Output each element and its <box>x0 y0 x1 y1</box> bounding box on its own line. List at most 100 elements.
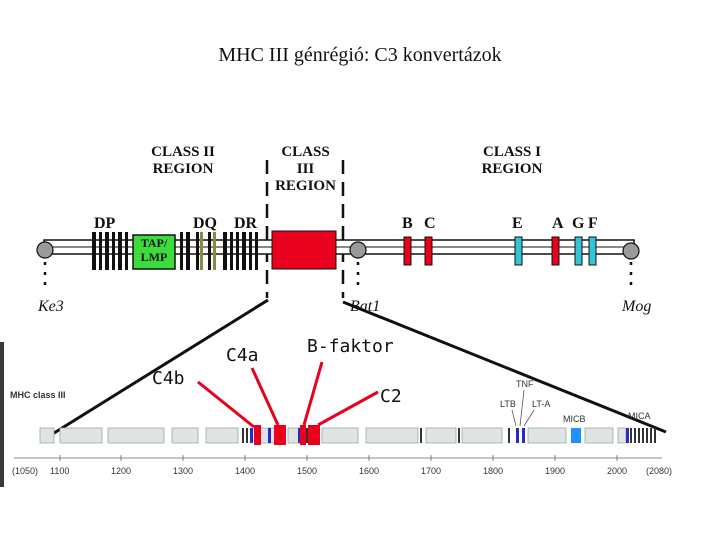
callout-c4b: C4b <box>152 368 185 389</box>
axis-tick-label: 1100 <box>50 466 70 476</box>
detail-block <box>107 427 165 444</box>
marker-label-mog: Mog <box>622 298 652 315</box>
class-ii-gene-stripes-olive <box>200 232 216 270</box>
axis-tick-label: 1400 <box>235 466 256 476</box>
axis-tick-label: 1900 <box>545 466 566 476</box>
tnf-ticks <box>511 389 535 427</box>
gene-b <box>403 236 412 266</box>
detail-block <box>205 427 239 444</box>
gene-stripe <box>105 232 109 270</box>
detail-block <box>584 427 614 444</box>
detail-block <box>39 427 55 444</box>
marker-bat1 <box>349 241 367 290</box>
tap-lmp-box <box>132 234 176 270</box>
detail-label-lta: LT-A <box>532 399 551 409</box>
gene-stripe <box>236 232 239 270</box>
gene-label-g: G <box>572 215 585 232</box>
detail-block <box>617 427 627 444</box>
detail-gene-blocks <box>39 427 627 444</box>
gene-stripe <box>249 232 252 270</box>
gene-stripe <box>200 232 203 270</box>
axis-tick-label: 1300 <box>173 466 194 476</box>
axis-tick-label: 1800 <box>483 466 504 476</box>
gene-label-dq: DQ <box>193 215 217 232</box>
gene-stripe <box>230 232 233 270</box>
gene-g <box>574 236 583 266</box>
class-i-region-label: CLASS I REGION <box>481 144 543 177</box>
gene-label-a: A <box>552 215 564 232</box>
detail-blue-stripes <box>250 428 629 443</box>
detail-c4b <box>254 425 261 445</box>
axis-tick-label: 1200 <box>111 466 132 476</box>
detail-left-edge <box>0 342 4 487</box>
gene-stripe <box>125 232 128 270</box>
gene-stripe <box>112 232 115 270</box>
detail-title: MHC class III <box>10 390 66 400</box>
detail-axis-ticks <box>59 455 618 461</box>
callout-c4a: C4a <box>226 345 259 366</box>
axis-tick-label: (1050) <box>12 466 39 476</box>
tap-lmp-label: TAP/ LMP <box>140 236 168 264</box>
gene-label-e: E <box>512 215 523 232</box>
gene-stripe <box>208 232 211 270</box>
callout-bfactor: B-faktor <box>307 336 394 357</box>
marker-mog <box>622 242 640 290</box>
axis-tick-label: 2000 <box>607 466 628 476</box>
gene-stripe <box>186 232 190 270</box>
detail-block <box>171 427 199 444</box>
class-ii-region-label: CLASS II REGION <box>151 144 215 177</box>
gene-label-dp: DP <box>94 215 116 232</box>
detail-block <box>321 427 359 444</box>
detail-micb <box>571 428 581 443</box>
class-iii-block <box>271 230 337 270</box>
class-ii-gene-stripes <box>92 232 258 270</box>
detail-label-tnf: TNF <box>516 379 534 389</box>
pointer-c4b <box>197 380 255 429</box>
zoom-line-right <box>342 300 667 434</box>
zoom-line-left <box>45 298 269 440</box>
axis-tick-label: (2080) <box>646 466 673 476</box>
detail-block <box>365 427 419 444</box>
gene-stripe <box>118 232 122 270</box>
gene-stripe <box>92 232 96 270</box>
detail-block <box>59 427 103 444</box>
gene-label-dr: DR <box>234 215 258 232</box>
detail-label-micb: MICB <box>563 414 586 424</box>
gene-stripe <box>223 232 227 270</box>
detail-bfactor <box>300 425 306 445</box>
detail-block <box>425 427 457 444</box>
detail-c2 <box>308 425 320 445</box>
page-title: MHC III génrégió: C3 konvertázok <box>218 44 502 66</box>
pointer-bfactor <box>302 361 324 426</box>
marker-ke3 <box>36 241 54 290</box>
detail-label-ltb: LTB <box>500 399 516 409</box>
pointer-c2 <box>317 390 379 427</box>
gene-label-c: C <box>424 215 436 232</box>
axis-tick-label: 1700 <box>421 466 442 476</box>
gene-stripe <box>255 232 258 270</box>
marker-label-ke3: Ke3 <box>38 298 64 315</box>
gene-stripe <box>99 232 102 270</box>
callout-c2: C2 <box>380 386 402 407</box>
gene-e <box>514 236 523 266</box>
detail-block <box>527 427 567 444</box>
detail-block <box>461 427 503 444</box>
gene-stripe <box>242 232 246 270</box>
detail-label-mica: MICA <box>628 411 651 421</box>
gene-f <box>588 236 597 266</box>
pointer-c4a <box>250 367 280 426</box>
marker-label-bat1: Bat1 <box>350 298 381 315</box>
detail-c4a <box>274 425 286 445</box>
gene-stripe <box>196 232 199 270</box>
gene-stripe <box>213 232 216 270</box>
gene-c <box>424 236 433 266</box>
axis-tick-label: 1600 <box>359 466 380 476</box>
callout-pointers <box>197 361 379 429</box>
gene-label-b: B <box>402 215 413 232</box>
region-separators <box>265 160 345 298</box>
axis-tick-label: 1500 <box>297 466 318 476</box>
gene-stripe <box>180 232 183 270</box>
class-iii-region-label: CLASS III REGION <box>275 144 336 194</box>
gene-a <box>551 236 560 266</box>
